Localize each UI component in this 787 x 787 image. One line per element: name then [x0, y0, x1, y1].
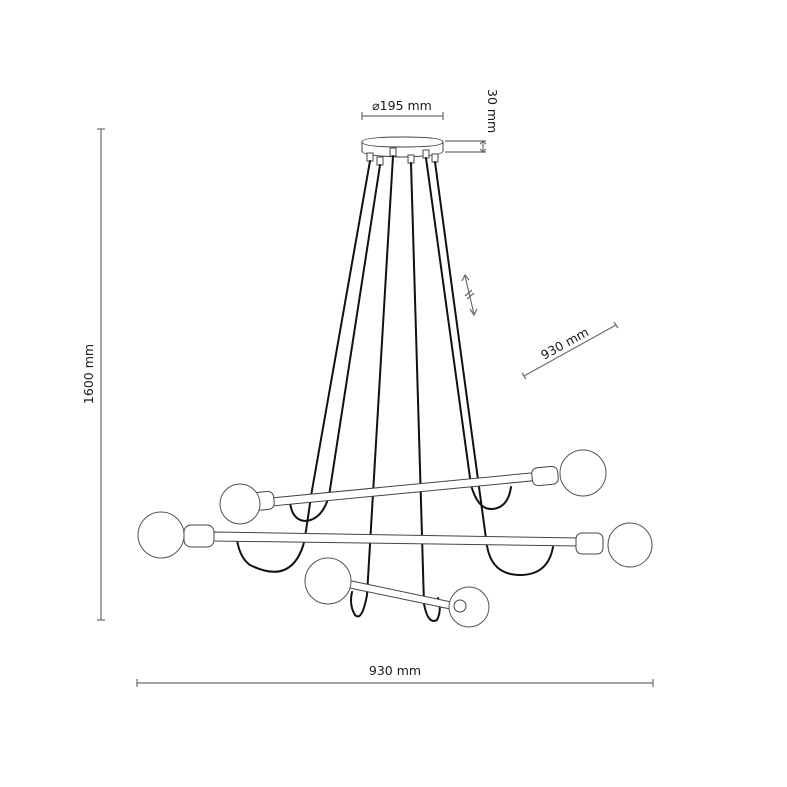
bulb-upper-right — [559, 449, 607, 497]
bulb-middle-left — [137, 511, 185, 559]
total-height-dimension: 1600 mm — [81, 128, 105, 621]
suspension-cables — [236, 155, 554, 622]
bulb-lower-right — [448, 586, 490, 628]
canopy-diameter-dimension: ⌀195 mm — [361, 98, 444, 120]
total-width-label: 930 mm — [369, 663, 421, 678]
bulb-lower-left — [304, 557, 352, 605]
lower-arm-assembly — [304, 557, 490, 628]
canopy-height-dimension: 30 mm — [445, 89, 500, 153]
canopy-height-label: 30 mm — [485, 89, 500, 133]
total-width-dimension: 930 mm — [136, 663, 654, 687]
total-height-label: 1600 mm — [81, 344, 96, 404]
ceiling-canopy — [361, 136, 444, 166]
upper-arm-assembly — [219, 449, 607, 525]
arm-length-dimension: 930 mm — [521, 321, 619, 380]
adjustable-length-arrow-icon — [461, 273, 478, 317]
canopy-diameter-label: ⌀195 mm — [372, 98, 432, 113]
middle-arm-assembly — [137, 511, 653, 568]
bulb-middle-right — [607, 522, 653, 568]
bulb-upper-left — [219, 483, 261, 525]
